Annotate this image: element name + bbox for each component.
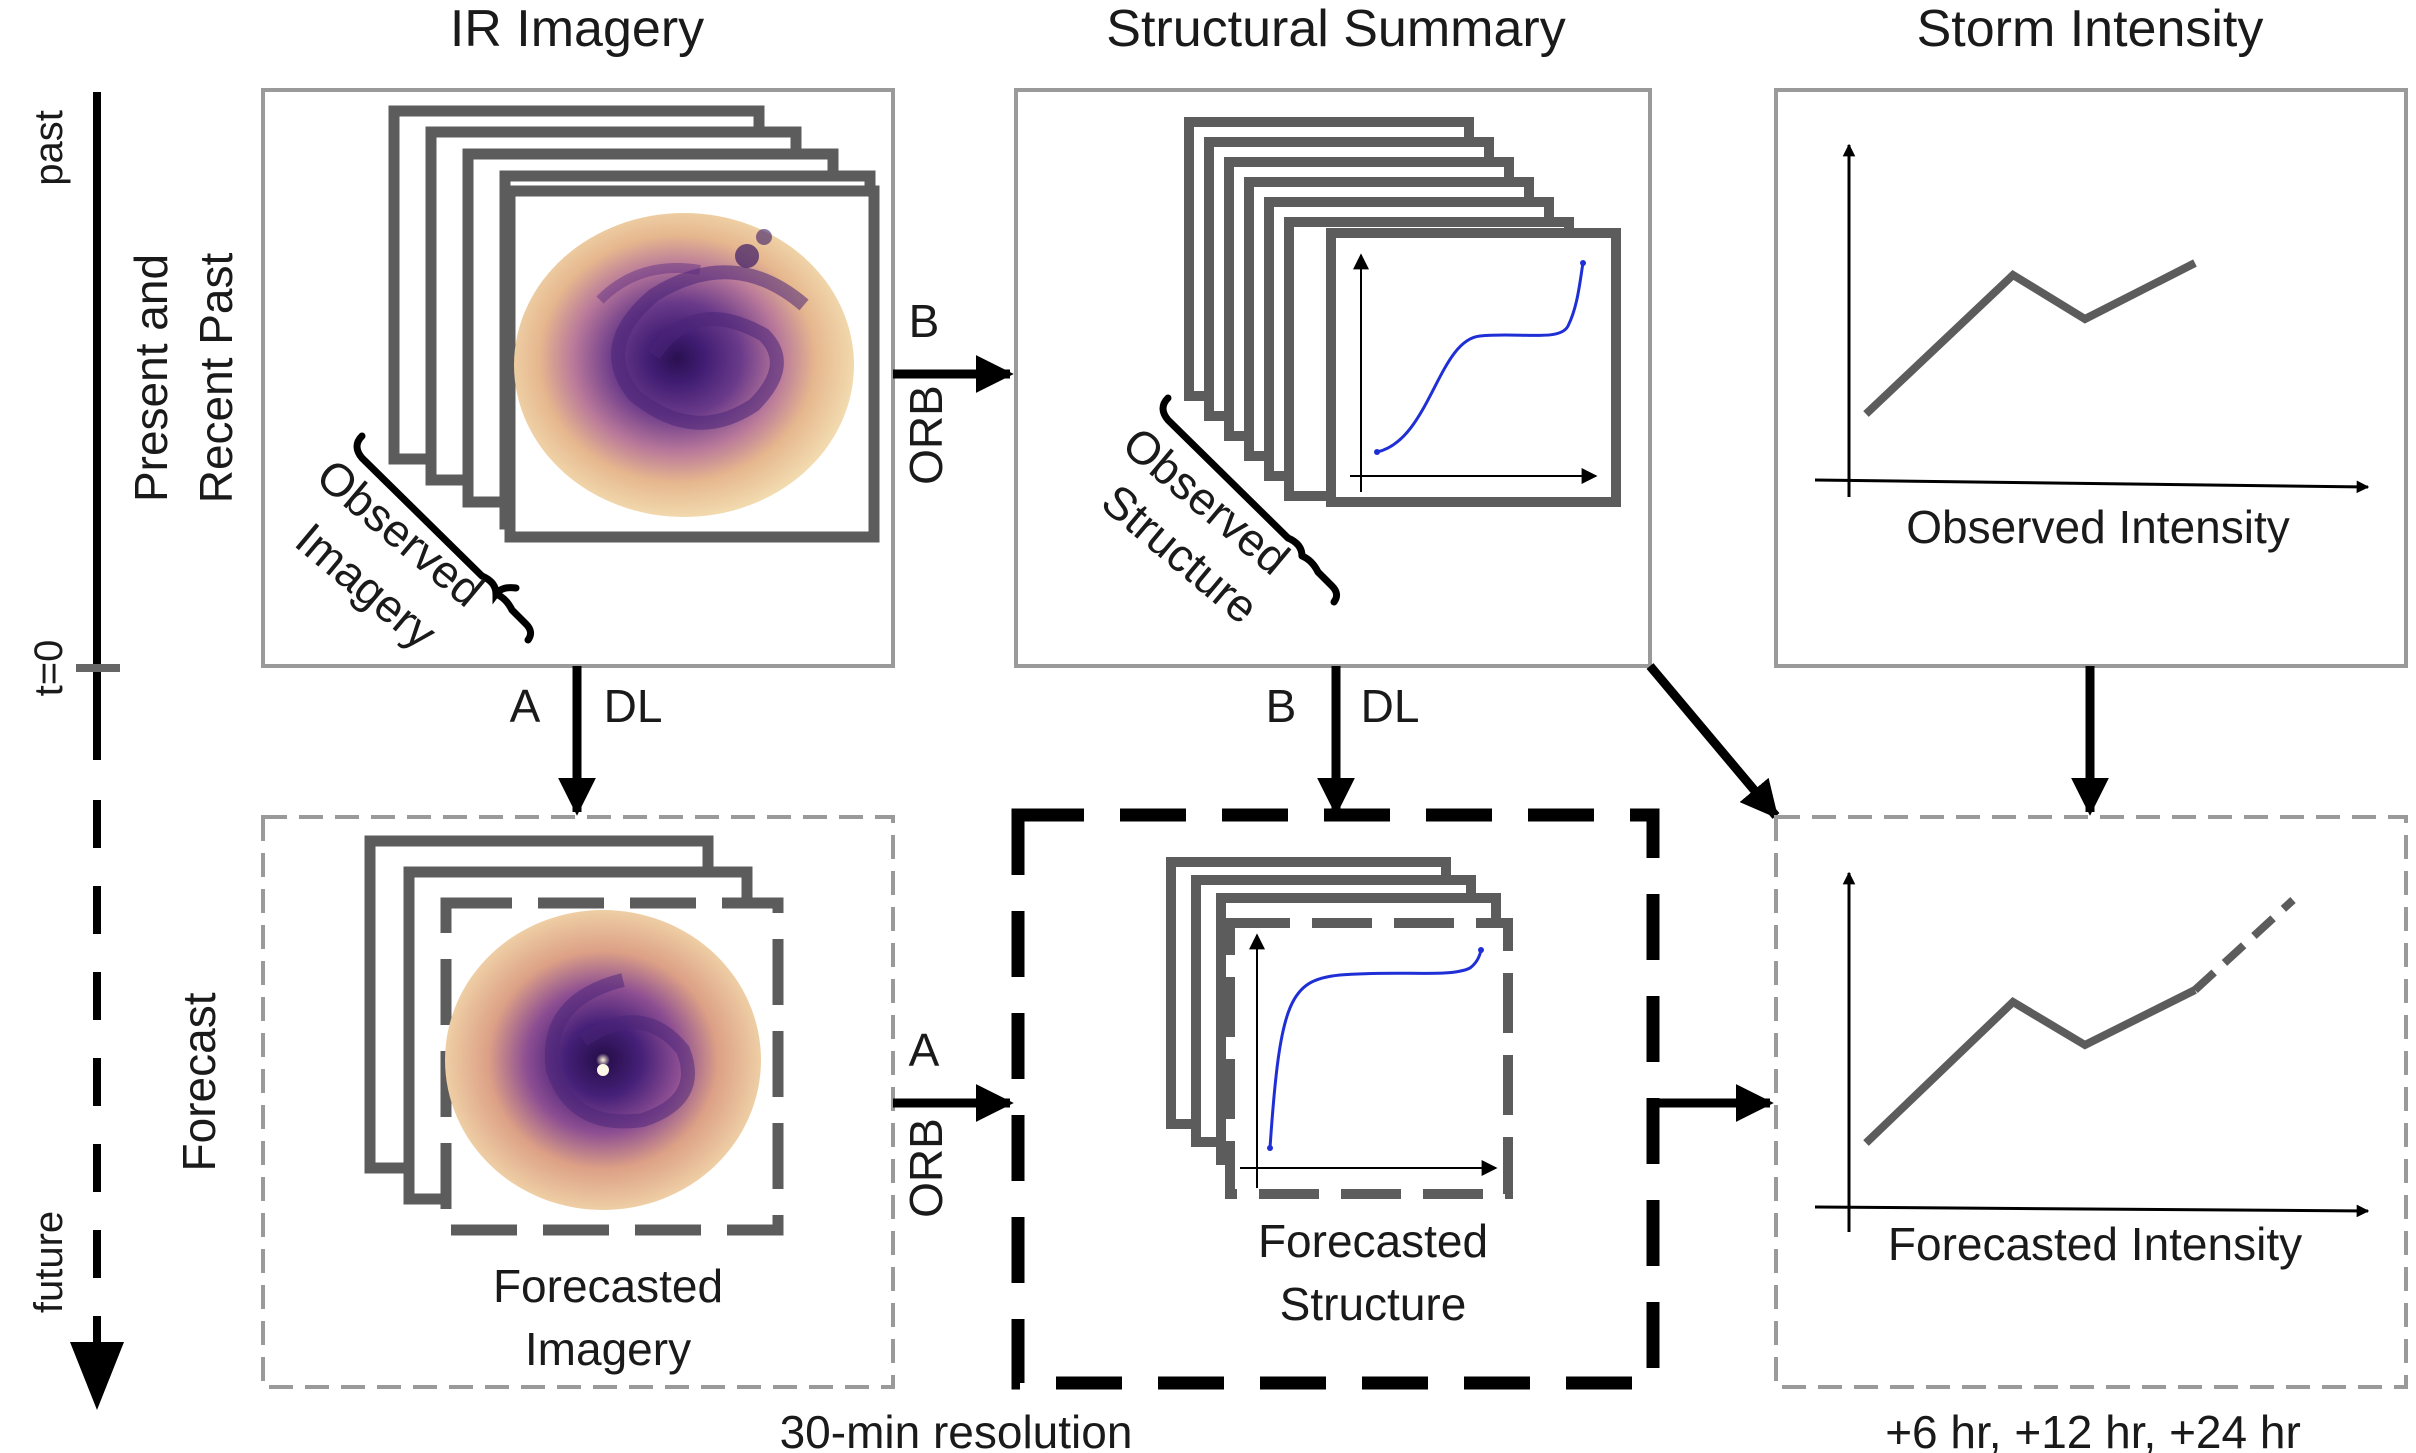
observed-intensity-label: Observed Intensity (1906, 501, 2290, 553)
arrow-dl-imagery-letter: A (510, 680, 541, 732)
forecasted-intensity-projection (2192, 897, 2296, 993)
observed-structure-stack (1184, 117, 1621, 507)
header-structural-summary: Structural Summary (1106, 0, 1565, 58)
arrow-dl-structure-method: DL (1361, 680, 1420, 732)
footer-resolution: 30-min resolution (780, 1406, 1133, 1453)
arrow-dl-structure-letter: B (1266, 680, 1297, 732)
row-label-present-line2: Recent Past (190, 252, 242, 503)
line-chart-icon (1814, 871, 2370, 1232)
row-label-present-line1: Present and (125, 254, 177, 502)
observed-structure-brace (1159, 394, 1341, 606)
header-storm-intensity: Storm Intensity (1917, 0, 2264, 58)
forecasted-structure-label-line2: Structure (1280, 1278, 1467, 1330)
forecasted-imagery-label-line1: Forecasted (493, 1260, 723, 1312)
timeline: past t=0 future (27, 92, 124, 1410)
forecasted-imagery-label-line2: Imagery (525, 1323, 691, 1375)
row-label-forecast: Forecast (173, 992, 225, 1171)
forecasted-intensity-line (1863, 986, 2197, 1146)
observed-imagery-brace (353, 432, 535, 644)
arrow-orb-top-method: ORB (900, 385, 952, 485)
arrow-orb-top-letter: B (909, 295, 940, 347)
arrow-structure-to-forecast-intensity (1646, 663, 1780, 819)
timeline-arrowhead (70, 1342, 124, 1410)
forecasted-structure-stack (1166, 857, 1513, 1199)
timeline-past-label: past (27, 110, 71, 186)
panel-forecasted-intensity (1774, 815, 2408, 1389)
arrow-orb-bottom-letter: A (909, 1024, 940, 1076)
header-ir-imagery: IR Imagery (450, 0, 704, 58)
arrow-dl-imagery-method: DL (604, 680, 663, 732)
panel-observed-intensity (1774, 88, 2408, 668)
timeline-future-label: future (27, 1211, 71, 1313)
curve-plot-icon (1240, 933, 1498, 1188)
curve-plot-icon (1350, 253, 1598, 492)
forecasted-intensity-label: Forecasted Intensity (1888, 1218, 2302, 1270)
footer-horizons: +6 hr, +12 hr, +24 hr (1885, 1406, 2301, 1453)
observed-intensity-line (1863, 259, 2197, 417)
storm-image-icon (514, 213, 854, 517)
storm-image-icon (445, 910, 761, 1210)
arrow-orb-bottom-method: ORB (900, 1118, 952, 1218)
line-chart-icon (1814, 143, 2370, 497)
forecasted-structure-label-line1: Forecasted (1258, 1215, 1488, 1267)
timeline-t0-label: t=0 (27, 640, 71, 697)
